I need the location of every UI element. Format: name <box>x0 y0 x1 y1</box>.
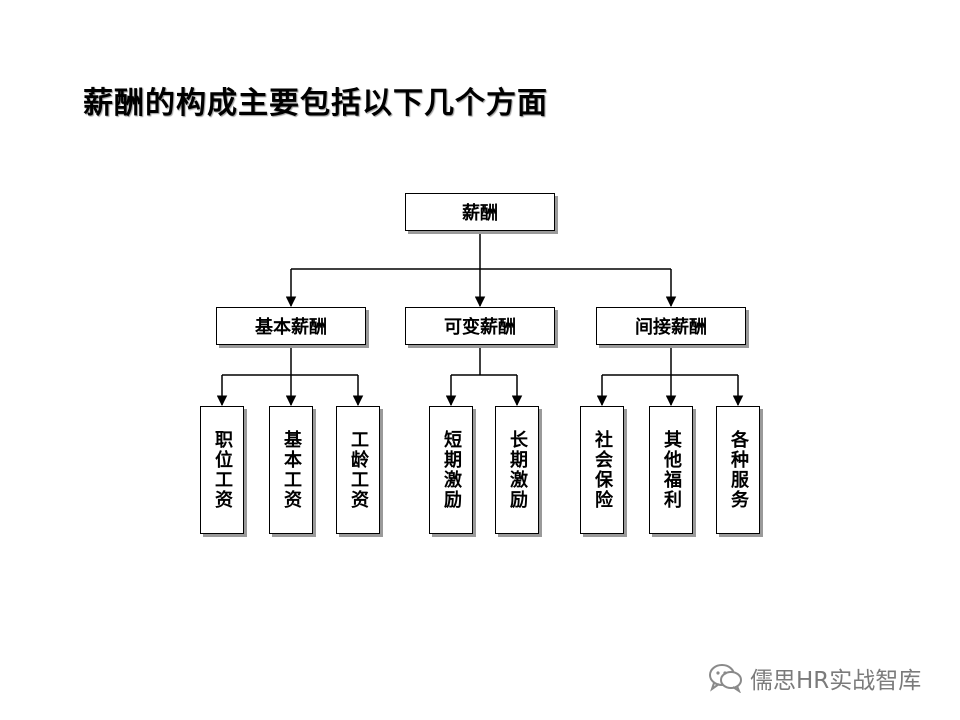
leaf-1-1: 长期激励 <box>495 406 539 534</box>
leaf-0-1: 基本工资 <box>269 406 313 534</box>
node-root: 薪酬 <box>405 193 555 231</box>
leaf-1-0: 短期激励 <box>429 406 473 534</box>
node-branch-0: 基本薪酬 <box>216 307 366 345</box>
leaf-0-0: 职位工资 <box>200 406 244 534</box>
leaf-2-0: 社会保险 <box>580 406 624 534</box>
leaf-0-2: 工龄工资 <box>336 406 380 534</box>
wechat-icon <box>709 664 742 693</box>
node-branch-1: 可变薪酬 <box>405 307 555 345</box>
watermark: 儒思HR实战智库 <box>708 660 921 696</box>
leaf-2-1: 其他福利 <box>649 406 693 534</box>
leaf-2-2: 各种服务 <box>716 406 760 534</box>
page-title: 薪酬的构成主要包括以下几个方面 <box>83 86 548 121</box>
watermark-text: 儒思HR实战智库 <box>750 668 922 694</box>
node-branch-2: 间接薪酬 <box>596 307 746 345</box>
